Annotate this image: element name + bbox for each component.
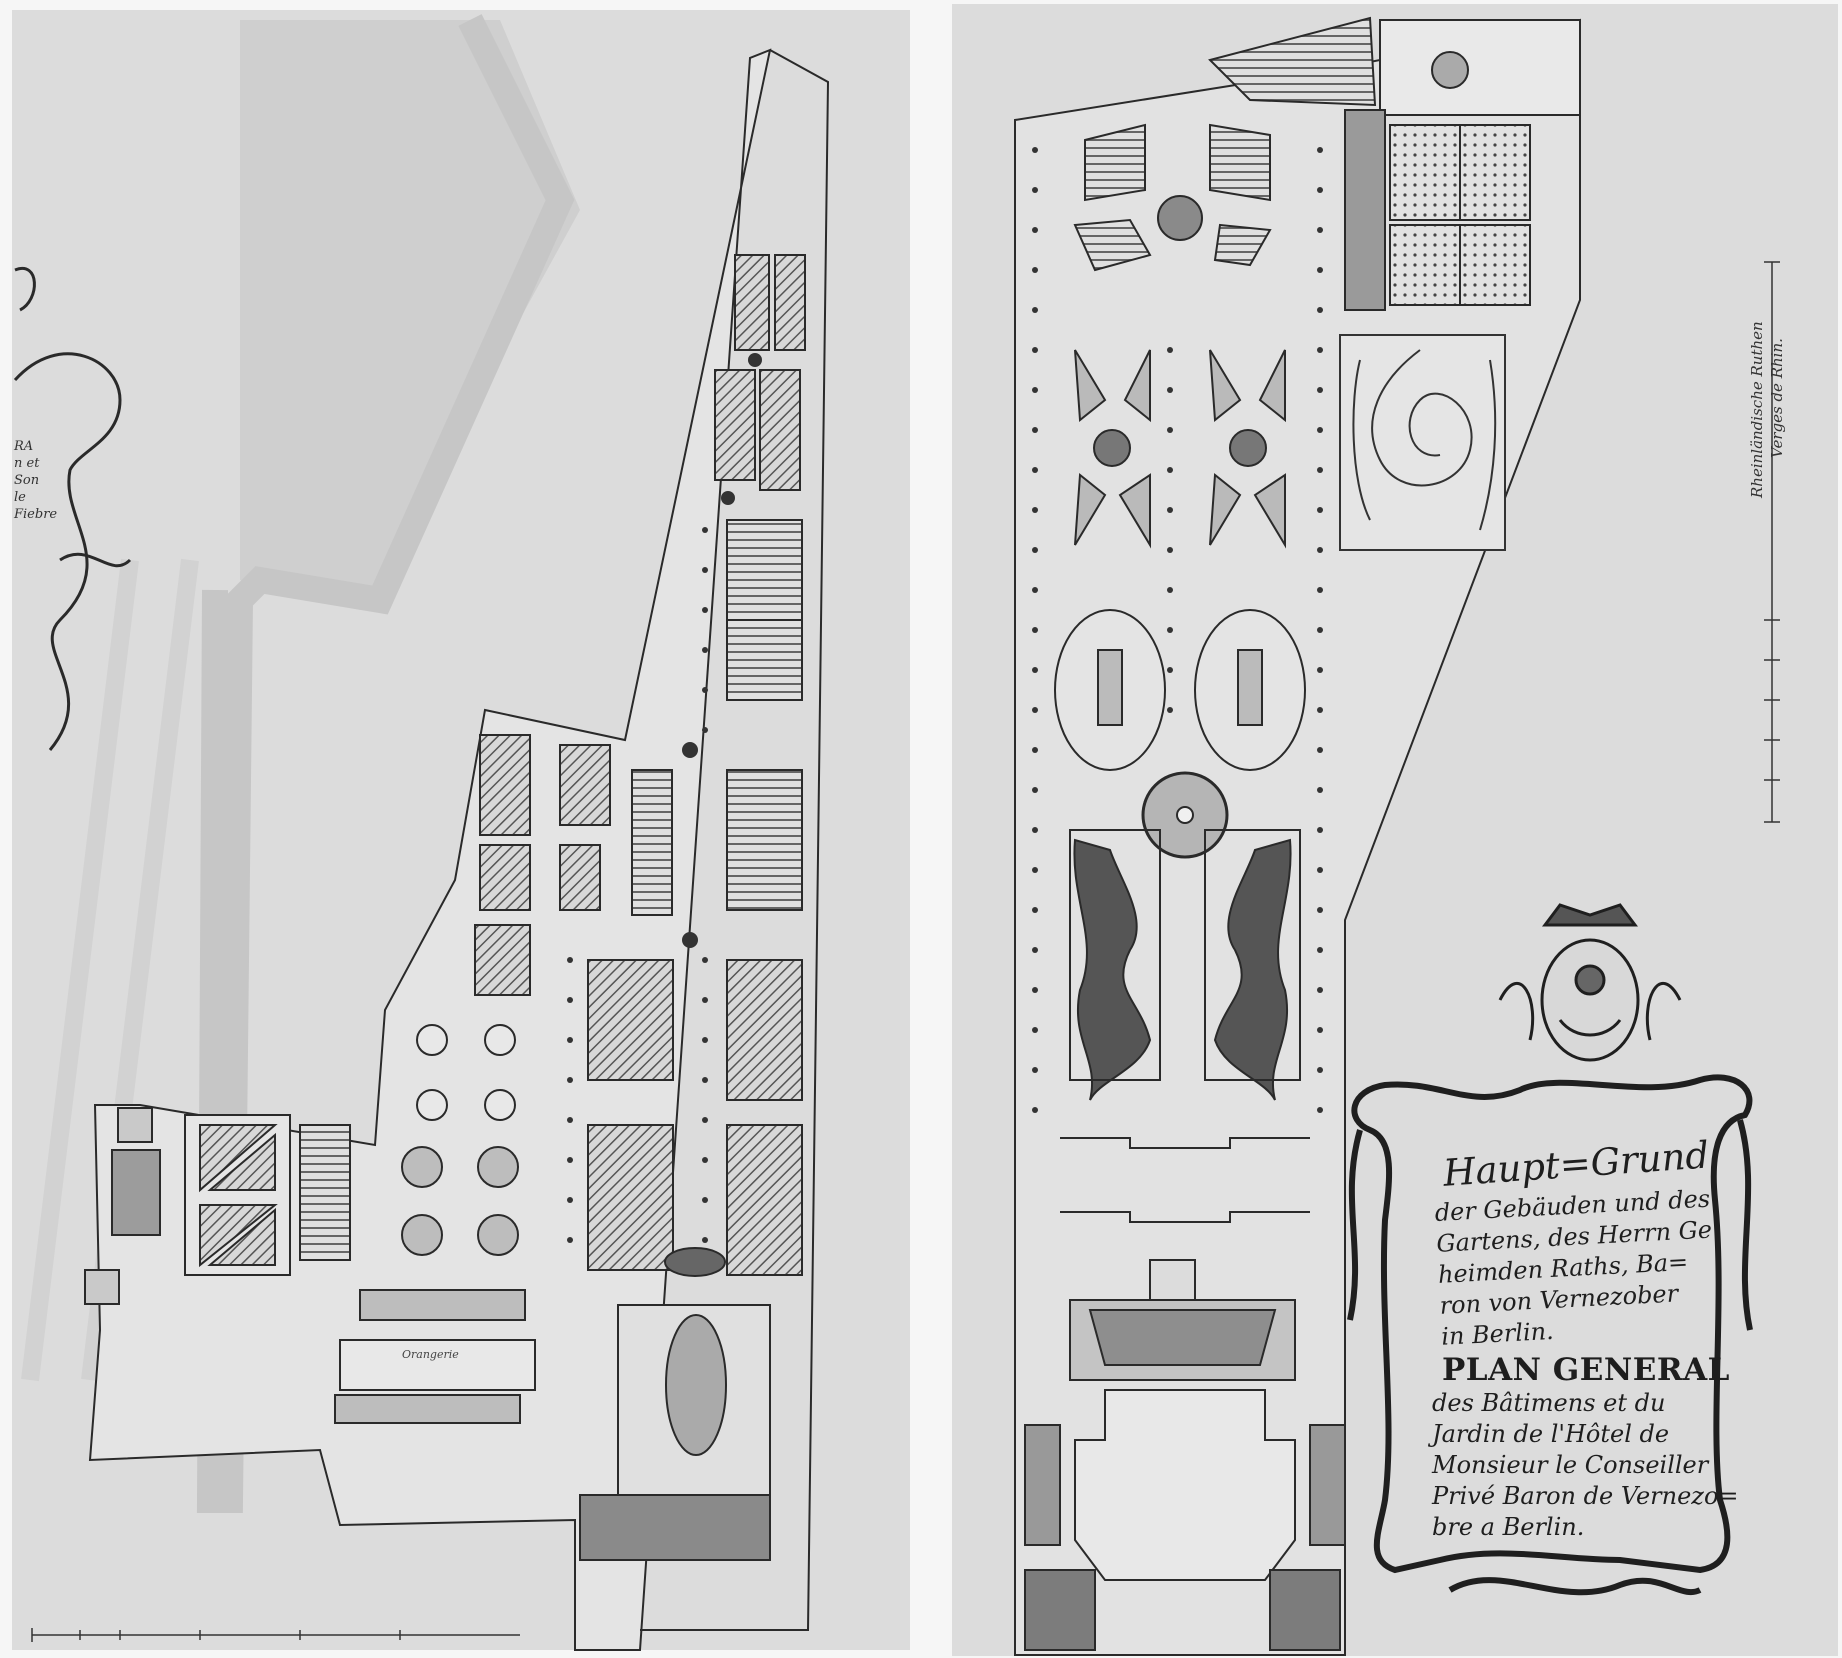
- cartouche-french-line: des Bâtimens et du: [1432, 1389, 1666, 1417]
- cartouche-french-line: Privé Baron de Vernezo=: [1432, 1482, 1739, 1510]
- cartouche-plan-heading: PLAN GENERAL: [1442, 1352, 1730, 1388]
- north-wall-block: [1344, 109, 1386, 311]
- left-edge-text-fragment: RA n et Son le Fiebre: [14, 438, 57, 523]
- cartouche-french-text: des Bâtimens et du Jardin de l'Hôtel de …: [1432, 1388, 1739, 1543]
- dotted-beds: [1389, 224, 1461, 306]
- edge-text-line: RA: [14, 439, 34, 454]
- cartouche-german-text: der Gebäuden und des Gartens, des Herrn …: [1434, 1184, 1718, 1353]
- star-parterres: [1074, 349, 1286, 549]
- north-triangle-bed: [1208, 16, 1377, 107]
- left-scale-bar: [31, 1628, 520, 1642]
- scale-bar-label-french: Verges de Rhin.: [1768, 338, 1786, 458]
- cartouche-french-line: bre a Berlin.: [1432, 1513, 1585, 1541]
- left-cartouche-fragment: [13, 266, 132, 751]
- dotted-beds: [1459, 124, 1531, 221]
- coat-of-arms: [1498, 903, 1682, 1062]
- neighbour-building-shadow: [240, 20, 590, 610]
- edge-text-line: Fiebre: [14, 507, 58, 522]
- orangerie: [334, 1289, 536, 1424]
- north-strip: [640, 49, 830, 1631]
- left-main-building: [579, 1247, 771, 1561]
- city-wall-shadow: [196, 14, 575, 1513]
- right-alley-trees: [1032, 147, 1323, 1113]
- scale-bar-label-german: Rheinländische Ruthen: [1748, 321, 1766, 498]
- edge-text-line: Son: [14, 473, 40, 488]
- right-scale-bar: [1764, 261, 1780, 823]
- quatrefoil-beds: [401, 1024, 519, 1256]
- cartouche-french-line: Jardin de l'Hôtel de: [1432, 1420, 1670, 1448]
- terraces: [1060, 1137, 1310, 1223]
- scale-bar-label: Rheinländische Ruthen Verges de Rhin.: [1738, 258, 1798, 558]
- edge-text-line: n et: [14, 456, 40, 471]
- dotted-beds: [1459, 224, 1531, 306]
- oval-parterres: [1054, 609, 1306, 771]
- left-alley-trees: [567, 353, 762, 1243]
- gatehouse: [84, 1107, 161, 1305]
- broderie-parterres: [1069, 829, 1301, 1101]
- cartouche-frame: [1347, 1074, 1753, 1596]
- north-fountain: [1431, 51, 1469, 89]
- upper-left-beds: [474, 254, 806, 1276]
- right-palace: [1024, 1259, 1346, 1651]
- dotted-beds: [1389, 124, 1461, 221]
- north-courtyard: [1379, 19, 1581, 116]
- central-basin-jet: [1176, 806, 1194, 824]
- upper-right-beds: [1073, 123, 1272, 272]
- upper-round-basin: [1157, 195, 1203, 241]
- edge-text-line: le: [14, 490, 26, 505]
- labyrinth: [1339, 334, 1506, 551]
- orangerie-label: Orangerie: [402, 1348, 459, 1361]
- cartouche-french-line: Monsieur le Conseiller: [1432, 1451, 1709, 1479]
- kitchen-garden: [184, 1114, 351, 1276]
